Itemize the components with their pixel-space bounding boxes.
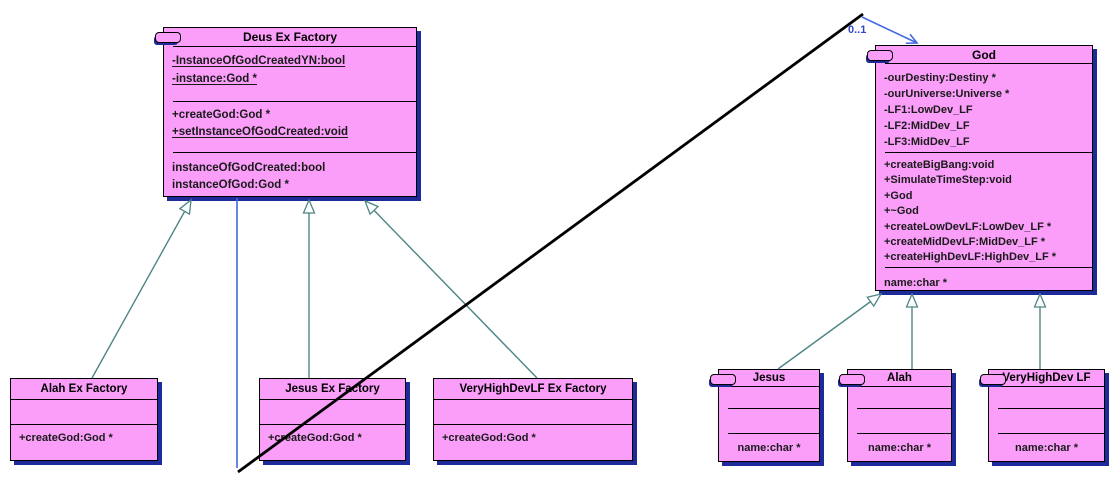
- attributes-compartment: [989, 387, 1104, 408]
- operations-compartment: +createGod:God *: [434, 425, 632, 460]
- association-arrow-to-god: [861, 16, 919, 45]
- inheritance-arrow-jesus-to-god: [777, 293, 883, 370]
- property: name:char *: [884, 277, 947, 289]
- operation: +createMidDevLF:MidDev_LF *: [884, 236, 1046, 249]
- operation: +createGod:God *: [268, 432, 362, 444]
- properties-compartment: name:char *: [848, 434, 951, 461]
- attributes-compartment: -InstanceOfGodCreatedYN:bool -instance:G…: [164, 47, 416, 101]
- class-icon: [839, 374, 865, 385]
- operation: +~God: [884, 205, 919, 218]
- attributes-compartment: [260, 400, 405, 424]
- properties-compartment: instanceOfGodCreated:bool instanceOfGod:…: [164, 153, 416, 196]
- attribute: -LF3:MidDev_LF: [884, 136, 970, 148]
- inheritance-arrow-alah-factory-to-deus: [91, 198, 192, 379]
- operation: +createGod:God *: [19, 432, 113, 444]
- property: name:char *: [1015, 442, 1078, 454]
- compartment-divider: [885, 267, 1092, 268]
- class-icon: [710, 374, 736, 385]
- compartment-divider: [998, 408, 1104, 409]
- class-icon: [867, 50, 893, 61]
- operation: +createLowDevLF:LowDev_LF *: [884, 220, 1052, 233]
- compartment-divider: [857, 408, 951, 409]
- operation: +createGod:God *: [172, 109, 271, 121]
- class-god[interactable]: God -ourDestiny:Destiny * -ourUniverse:U…: [867, 45, 1093, 291]
- operation: +createHighDevLF:HighDev_LF *: [884, 251, 1057, 264]
- attribute: -InstanceOfGodCreatedYN:bool: [172, 55, 346, 67]
- compartment-divider: [857, 433, 951, 434]
- attributes-compartment: [719, 387, 819, 408]
- attribute: -LF1:LowDev_LF: [884, 104, 973, 116]
- property: instanceOfGod:God *: [172, 179, 289, 191]
- class-alah[interactable]: Alah name:char *: [839, 369, 952, 462]
- class-veryhighdevlf-ex-factory[interactable]: VeryHighDevLF Ex Factory +createGod:God …: [433, 378, 633, 461]
- class-veryhighdev-lf[interactable]: VeryHighDev LF name:char *: [980, 369, 1105, 462]
- properties-compartment: name:char *: [876, 268, 1092, 290]
- class-title: Deus Ex Factory: [242, 30, 338, 44]
- attributes-compartment: -ourDestiny:Destiny * -ourUniverse:Unive…: [876, 64, 1092, 152]
- compartment-divider: [11, 399, 157, 400]
- multiplicity-label: 0..1: [848, 24, 867, 36]
- operations-compartment: [989, 409, 1104, 433]
- property: name:char *: [868, 442, 931, 454]
- class-icon: [980, 374, 1006, 385]
- properties-compartment: name:char *: [989, 434, 1104, 461]
- operations-compartment: +createGod:God *: [260, 425, 405, 460]
- operation: +God: [884, 189, 913, 202]
- property: name:char *: [737, 442, 801, 454]
- operation: +SimulateTimeStep:void: [884, 174, 1012, 187]
- properties-compartment: name:char *: [719, 434, 819, 461]
- class-title: Jesus Ex Factory: [285, 383, 380, 395]
- class-alah-ex-factory[interactable]: Alah Ex Factory +createGod:God *: [10, 378, 158, 461]
- class-title: Alah: [887, 372, 912, 384]
- compartment-divider: [885, 152, 1092, 153]
- operation: +createBigBang:void: [884, 159, 995, 171]
- attribute: -ourDestiny:Destiny *: [884, 72, 996, 84]
- compartment-divider: [998, 433, 1104, 434]
- property: instanceOfGodCreated:bool: [172, 162, 326, 174]
- operation: +setInstanceOfGodCreated:void: [172, 126, 349, 138]
- attributes-compartment: [11, 400, 157, 424]
- class-title: God: [972, 47, 996, 62]
- operations-compartment: [848, 409, 951, 433]
- compartment-divider: [885, 63, 1092, 64]
- attributes-compartment: [848, 387, 951, 408]
- class-title: VeryHighDev LF: [1002, 372, 1091, 384]
- operations-compartment: +createGod:God *: [11, 425, 157, 460]
- attributes-compartment: [434, 400, 632, 424]
- class-deus-ex-factory[interactable]: Deus Ex Factory -InstanceOfGodCreatedYN:…: [155, 27, 417, 197]
- class-title: VeryHighDevLF Ex Factory: [459, 383, 607, 395]
- operations-compartment: +createGod:God * +setInstanceOfGodCreate…: [164, 102, 416, 152]
- inheritance-arrow-veryhighdevlf-factory-to-deus: [363, 199, 538, 379]
- operations-compartment: [719, 409, 819, 433]
- attribute: -instance:God *: [172, 73, 257, 85]
- class-jesus-ex-factory[interactable]: Jesus Ex Factory +createGod:God *: [259, 378, 406, 461]
- compartment-divider: [857, 386, 951, 387]
- attribute: -LF2:MidDev_LF: [884, 120, 970, 132]
- attribute: -ourUniverse:Universe *: [884, 88, 1010, 100]
- compartment-divider: [11, 424, 157, 425]
- operation: +createGod:God *: [442, 432, 536, 444]
- class-icon: [155, 32, 181, 43]
- compartment-divider: [998, 386, 1104, 387]
- class-jesus[interactable]: Jesus name:char *: [710, 369, 820, 462]
- class-title: Alah Ex Factory: [40, 383, 128, 395]
- operations-compartment: +createBigBang:void +SimulateTimeStep:vo…: [876, 153, 1092, 267]
